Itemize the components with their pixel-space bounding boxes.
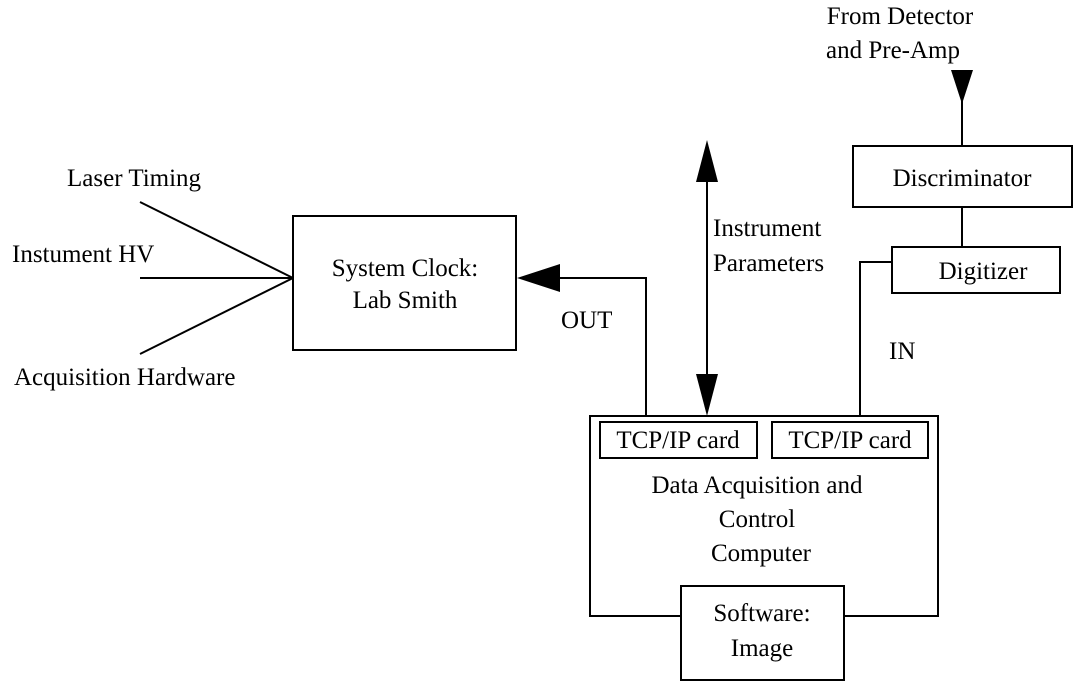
acquisition-hardware-label: Acquisition Hardware	[14, 364, 235, 391]
system-clock-box	[292, 215, 517, 351]
out-label: OUT	[561, 307, 612, 334]
instrument-parameters-down-arrowhead	[696, 374, 718, 416]
computer-label-line2: Control	[719, 506, 795, 533]
out-connector-line	[560, 277, 647, 418]
in-label: IN	[889, 338, 915, 365]
software-label-line2: Image	[731, 635, 793, 662]
laser-timing-line	[139, 201, 294, 279]
in-connector-line	[859, 261, 892, 418]
instrument-parameters-label-line2: Parameters	[713, 250, 824, 277]
computer-label-line1: Data Acquisition and	[651, 472, 863, 499]
tcp-ip-card-left-label: TCP/IP card	[616, 427, 740, 454]
detector-label-line2: and Pre-Amp	[826, 37, 960, 64]
tcp-ip-card-right-label: TCP/IP card	[788, 427, 912, 454]
detector-label-line1: From Detector	[827, 3, 974, 30]
discriminator-box	[852, 145, 1073, 208]
tcp-ip-card-left	[599, 421, 758, 459]
software-box	[680, 585, 845, 681]
system-clock-subtitle: Lab Smith	[353, 287, 458, 314]
instrument-parameters-label-line1: Instrument	[713, 215, 821, 242]
detector-arrowhead	[951, 70, 973, 104]
computer-label-line3: Computer	[711, 540, 812, 567]
out-arrowhead	[517, 264, 560, 292]
instrument-hv-label: Instument HV	[12, 241, 154, 268]
acquisition-hardware-line	[139, 277, 294, 355]
digitizer-label: Digitizer	[939, 258, 1029, 285]
discriminator-label: Discriminator	[893, 165, 1033, 192]
laser-timing-label: Laser Timing	[67, 165, 202, 192]
instrument-parameters-up-arrowhead	[696, 140, 718, 182]
system-clock-title: System Clock:	[332, 255, 479, 282]
tcp-ip-card-right	[771, 421, 929, 459]
digitizer-box	[891, 246, 1061, 294]
software-label-line1: Software:	[713, 600, 810, 627]
